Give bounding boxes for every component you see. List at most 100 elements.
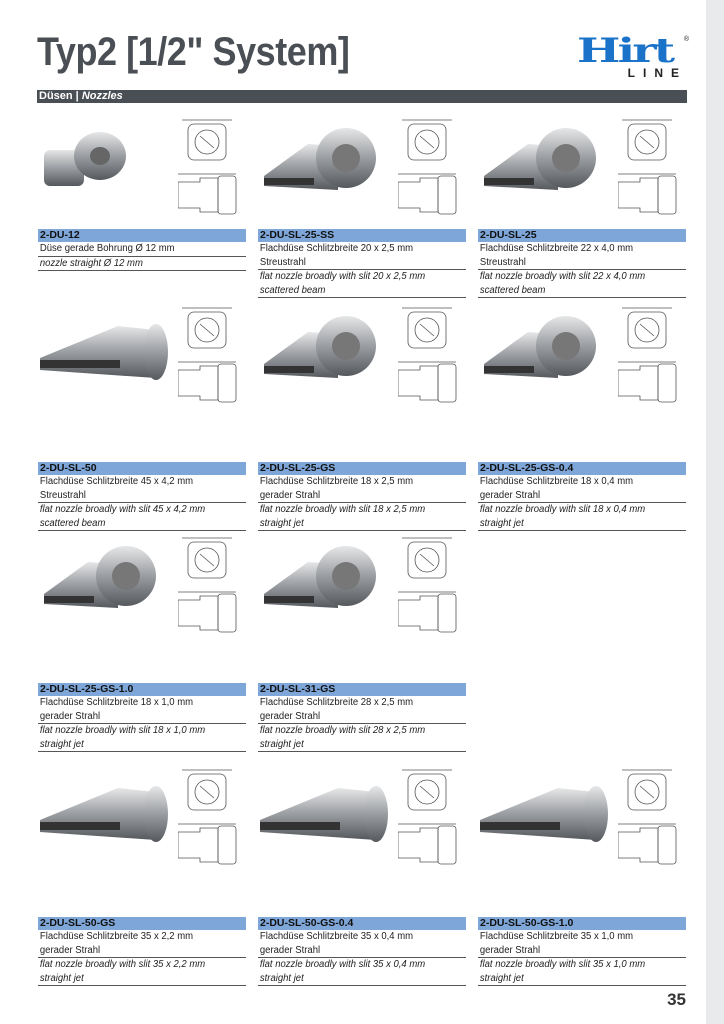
description-de: gerader Strahl [39,944,101,956]
product-image [258,530,466,679]
section-title-en: Nozzles [81,90,123,102]
logo-text: Hirt [577,31,675,71]
description-en: scattered beam [39,517,106,529]
registered-mark: ® [683,36,689,43]
product-code: 2-DU-SL-50 [38,462,246,475]
product-code: 2-DU-SL-25-GS-0.4 [478,462,686,475]
description-en: flat nozzle broadly with slit 35 x 1,0 m… [479,959,646,970]
description-en: straight jet [259,517,304,529]
description-en: straight jet [479,517,524,529]
nozzle-photo [264,316,376,378]
product-code: 2-DU-SL-25 [478,229,686,242]
page-edge [706,0,724,1024]
page-number: 35 [667,990,686,1009]
section-bar: Düsen | Nozzles [37,90,687,103]
description-en: flat nozzle broadly with slit 45 x 4,2 m… [39,504,206,515]
description-de: Streustrahl [39,489,86,501]
product-image [478,762,686,913]
product-code: 2-DU-SL-25-GS-1.0 [38,683,246,696]
nozzle-photo [264,128,376,190]
technical-drawing [178,119,237,215]
description-en: flat nozzle broadly with slit 18 x 1,0 m… [39,725,206,736]
product-code: 2-DU-SL-25-SS [258,229,466,242]
description-en: nozzle straight Ø 12 mm [39,257,143,269]
description-de: Flachdüse Schlitzbreite 35 x 0,4 mm [259,931,414,942]
nozzle-photo [44,132,126,186]
description-de: gerader Strahl [39,710,101,722]
section-title-de: Düsen [39,90,73,102]
product-image [478,300,686,458]
description-de: gerader Strahl [479,944,541,956]
nozzle-photo [264,546,376,608]
description-en: scattered beam [259,284,326,296]
nozzle-photo [260,786,388,842]
technical-drawing [398,119,457,215]
product-image [38,762,246,913]
product-code: 2-DU-12 [38,229,246,242]
description-de: Flachdüse Schlitzbreite 18 x 2,5 mm [259,476,414,487]
description-en: flat nozzle broadly with slit 28 x 2,5 m… [259,725,426,736]
description-de: Streustrahl [259,256,306,268]
description-en: flat nozzle broadly with slit 22 x 4,0 m… [479,271,646,282]
description-en: flat nozzle broadly with slit 18 x 2,5 m… [259,504,426,515]
product-code: 2-DU-SL-50-GS [38,917,246,930]
nozzle-photo [40,324,168,380]
technical-drawing [178,537,237,633]
product-image [258,112,466,225]
description-en: flat nozzle broadly with slit 18 x 0,4 m… [479,504,646,515]
description-de: Streustrahl [479,256,526,268]
nozzle-photo [484,128,596,190]
section-separator: | [72,90,82,102]
technical-drawing [618,769,677,865]
description-de: Flachdüse Schlitzbreite 35 x 1,0 mm [479,931,634,942]
description-de: Flachdüse Schlitzbreite 22 x 4,0 mm [479,243,634,254]
nozzle-photo [484,316,596,378]
description-en: flat nozzle broadly with slit 35 x 2,2 m… [39,959,206,970]
technical-drawing [618,307,677,403]
product-image [258,300,466,458]
description-de: gerader Strahl [259,489,321,501]
description-en: straight jet [39,738,84,750]
description-de: Düse gerade Bohrung Ø 12 mm [39,243,175,254]
nozzle-photo [40,786,168,842]
description-en: straight jet [479,972,524,984]
product-image [38,300,246,458]
product-code: 2-DU-SL-50-GS-1.0 [478,917,686,930]
technical-drawing [178,307,237,403]
description-de: Flachdüse Schlitzbreite 35 x 2,2 mm [39,931,194,942]
description-de: gerader Strahl [259,710,321,722]
product-image [478,112,686,225]
description-en: straight jet [259,972,304,984]
technical-drawing [398,537,457,633]
description-de: gerader Strahl [259,944,321,956]
technical-drawing [398,769,457,865]
technical-drawing [398,307,457,403]
description-en: flat nozzle broadly with slit 20 x 2,5 m… [259,271,426,282]
description-de: gerader Strahl [479,489,541,501]
product-image [38,112,246,225]
technical-drawing [178,769,237,865]
description-en: straight jet [39,972,84,984]
description-de: Flachdüse Schlitzbreite 18 x 0,4 mm [479,476,634,487]
description-de: Flachdüse Schlitzbreite 20 x 2,5 mm [259,243,414,254]
nozzle-photo [480,786,608,842]
description-en: straight jet [259,738,304,750]
product-code: 2-DU-SL-31-GS [258,683,466,696]
product-code: 2-DU-SL-50-GS-0.4 [258,917,466,930]
description-de: Flachdüse Schlitzbreite 18 x 1,0 mm [39,697,194,708]
hirt-line-logo: Hirt LINE ® [577,34,689,80]
description-en: scattered beam [479,284,546,296]
description-en: flat nozzle broadly with slit 35 x 0,4 m… [259,959,426,970]
product-image [258,762,466,913]
description-de: Flachdüse Schlitzbreite 28 x 2,5 mm [259,697,414,708]
